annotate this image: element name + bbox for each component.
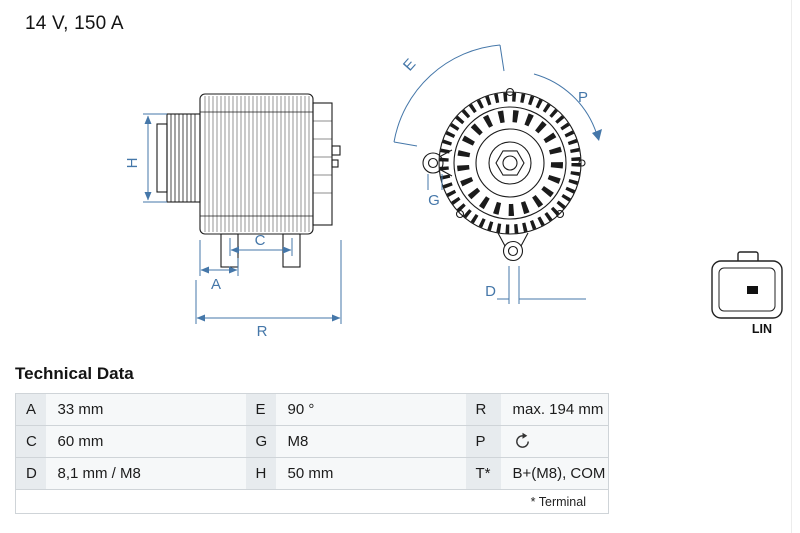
clockwise-rotation-icon xyxy=(515,432,529,448)
dim-label-g: G xyxy=(428,192,440,209)
spec-header: 14 V, 150 A xyxy=(25,13,124,34)
key-r: R xyxy=(465,393,501,426)
key-h: H xyxy=(245,457,276,490)
technical-data-title: Technical Data xyxy=(15,364,134,383)
table-row: D 8,1 mm / M8 H 50 mm T* B+(M8), COM xyxy=(15,457,609,490)
front-view-dimensions xyxy=(393,44,597,304)
side-view-dimensions xyxy=(143,113,342,324)
page-edge-divider xyxy=(791,0,792,533)
key-d: D xyxy=(15,457,46,490)
key-e: E xyxy=(245,393,276,426)
value-a: 33 mm xyxy=(45,393,246,426)
terminal-footnote: * Terminal xyxy=(15,489,609,514)
p-arrowhead xyxy=(592,129,602,141)
value-c: 60 mm xyxy=(45,425,246,458)
value-t: B+(M8), COM xyxy=(500,457,609,490)
key-g: G xyxy=(245,425,276,458)
connector-label: LIN xyxy=(752,322,772,336)
value-d: 8,1 mm / M8 xyxy=(45,457,246,490)
alternator-side-view xyxy=(156,93,341,268)
key-p: P xyxy=(465,425,501,458)
value-h: 50 mm xyxy=(275,457,466,490)
dim-label-e: E xyxy=(400,56,419,75)
alternator-front-view xyxy=(422,87,586,262)
value-p xyxy=(500,425,609,458)
key-c: C xyxy=(15,425,46,458)
dim-label-p: P xyxy=(578,89,588,106)
dim-label-r: R xyxy=(257,323,268,340)
dim-label-a: A xyxy=(211,276,221,293)
dim-label-h: H xyxy=(124,158,141,169)
key-t: T* xyxy=(465,457,501,490)
technical-drawing: H A C R E P G D xyxy=(124,44,783,340)
dim-label-c: C xyxy=(255,232,266,249)
table-footnote-row: * Terminal xyxy=(15,489,609,514)
technical-data-table: A 33 mm E 90 ° R max. 194 mm C 60 mm G M… xyxy=(15,393,609,514)
value-e: 90 ° xyxy=(275,393,466,426)
table-row: C 60 mm G M8 P xyxy=(15,425,609,458)
dim-label-d: D xyxy=(485,283,496,300)
table-row: A 33 mm E 90 ° R max. 194 mm xyxy=(15,393,609,426)
value-r: max. 194 mm xyxy=(500,393,609,426)
lin-connector-icon xyxy=(711,251,783,319)
key-a: A xyxy=(15,393,46,426)
value-g: M8 xyxy=(275,425,466,458)
